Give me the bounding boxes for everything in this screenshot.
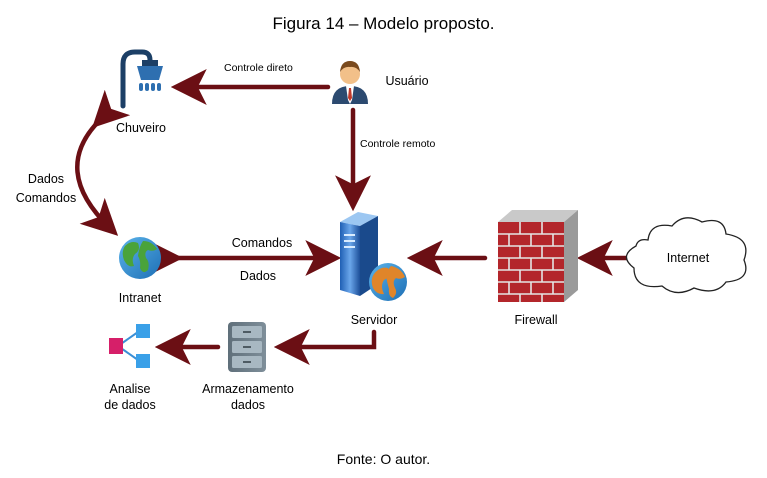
edge-label-comandos-left: Comandos — [15, 191, 77, 205]
figure-title: Figura 14 – Modelo proposto. — [272, 14, 495, 33]
figure-source: Fonte: O autor. — [336, 451, 431, 467]
label-internet: Internet — [666, 251, 710, 265]
storage-icon — [228, 322, 266, 372]
label-servidor: Servidor — [350, 313, 398, 327]
globe-icon — [119, 237, 161, 279]
cloud-icon — [625, 217, 747, 294]
label-analise-2: de dados — [104, 398, 156, 412]
label-firewall: Firewall — [514, 313, 558, 327]
edge-label-dados-left: Dados — [27, 172, 65, 186]
arrows — [75, 69, 631, 365]
label-analise-1: Analise — [109, 382, 151, 396]
edge-label-controle-direto: Controle direto — [224, 62, 293, 74]
analytics-icon — [109, 324, 150, 368]
edge-label-controle-remoto: Controle remoto — [360, 138, 436, 150]
firewall-icon — [498, 210, 578, 302]
label-chuveiro: Chuveiro — [115, 121, 167, 135]
label-armazenamento-2: dados — [230, 398, 266, 412]
edge-label-dados-mid: Dados — [239, 269, 277, 283]
shower-icon — [120, 49, 163, 109]
user-icon — [332, 61, 368, 104]
arrow-chuveiro-intranet — [75, 89, 131, 236]
label-usuario: Usuário — [385, 74, 429, 88]
label-intranet: Intranet — [118, 291, 162, 305]
arrow-servidor-armazenamento — [273, 329, 377, 365]
edge-label-comandos-mid: Comandos — [231, 236, 293, 250]
server-icon — [340, 212, 407, 301]
label-armazenamento-1: Armazenamento — [202, 382, 294, 396]
